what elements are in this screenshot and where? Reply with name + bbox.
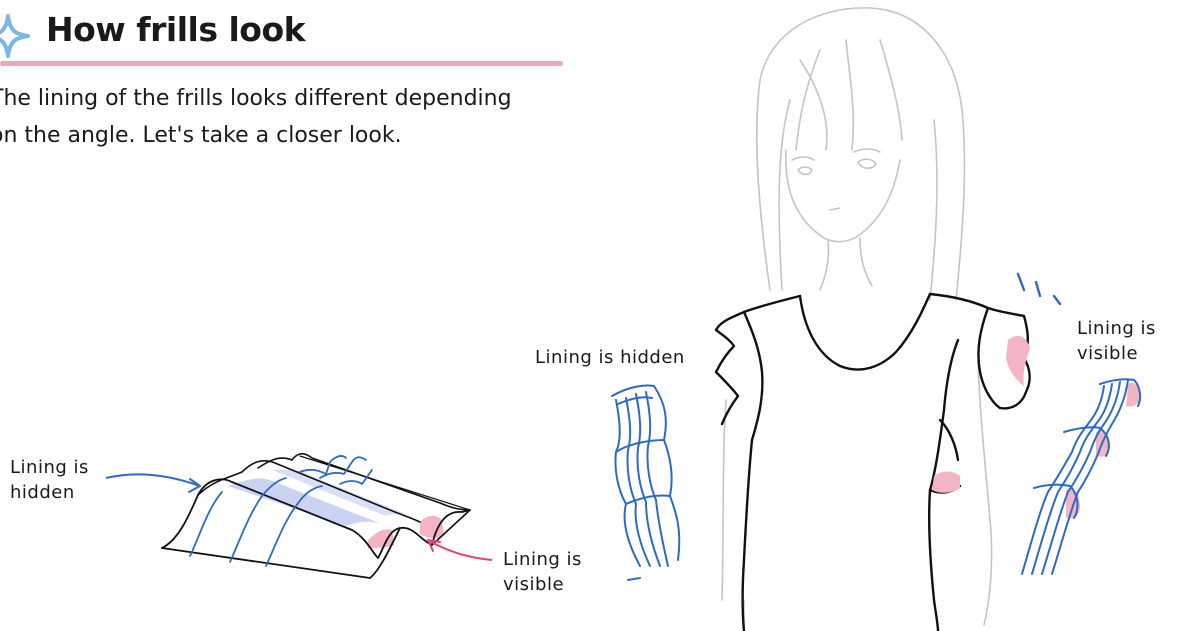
figure-hidden-label: Lining is hidden bbox=[535, 345, 685, 370]
flat-frill-diagram bbox=[162, 454, 470, 578]
girl-sketch bbox=[722, 8, 992, 631]
motion-marks bbox=[1018, 274, 1060, 304]
flat-hidden-label-line-1: Lining is bbox=[10, 455, 89, 480]
figure-visible-label-line-2: visible bbox=[1077, 341, 1156, 366]
flat-visible-label-line-1: Lining is bbox=[503, 547, 582, 572]
flat-visible-arrow bbox=[428, 540, 492, 560]
flat-hidden-arrow bbox=[106, 474, 200, 492]
flat-visible-label-line-2: visible bbox=[503, 572, 582, 597]
hidden-frill-detail bbox=[612, 385, 679, 580]
visible-frill-detail bbox=[1022, 379, 1140, 574]
flat-hidden-label-line-2: hidden bbox=[10, 480, 89, 505]
dress-outline bbox=[716, 294, 1030, 631]
figure-visible-label: Lining is visible bbox=[1077, 316, 1156, 366]
right-frill-lining-lower bbox=[932, 472, 960, 493]
flat-visible-label: Lining is visible bbox=[503, 547, 582, 597]
flat-hidden-label: Lining is hidden bbox=[10, 455, 89, 505]
figure-visible-label-line-1: Lining is bbox=[1077, 316, 1156, 341]
